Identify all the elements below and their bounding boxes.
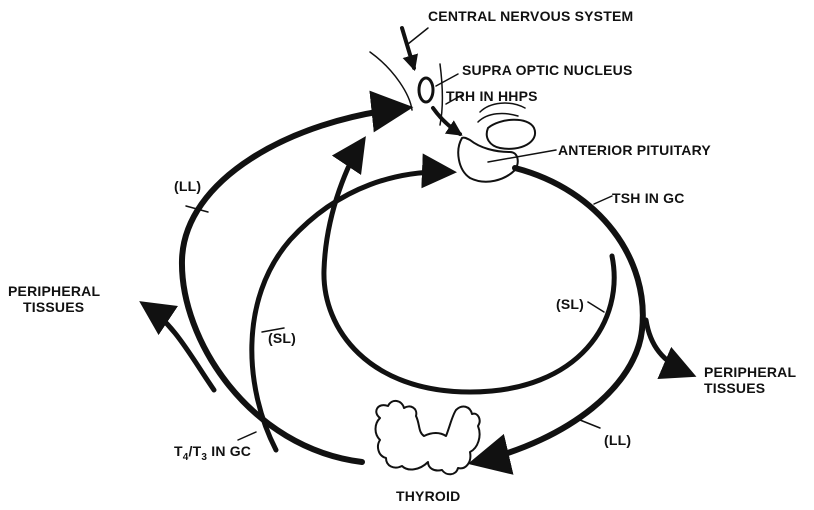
peripheral-right-line2: TISSUES	[704, 380, 796, 396]
peripheral-right-arrow	[646, 320, 690, 374]
trh-arrow	[433, 108, 460, 134]
posterior-lobe-shape	[487, 120, 535, 149]
t4-t3-label: T4/T3 IN GC	[174, 443, 251, 466]
t3-letter: /T	[189, 443, 202, 459]
peripheral-left-line1: PERIPHERAL	[8, 283, 100, 299]
peripheral-tissues-right-label: PERIPHERAL TISSUES	[704, 364, 796, 396]
anterior-pituitary-label: ANTERIOR PITUITARY	[558, 142, 711, 158]
anterior-pituitary-shape	[458, 138, 517, 182]
ll-right-label: (LL)	[604, 432, 631, 448]
ll-left-loop	[182, 108, 405, 462]
cns-arrow	[402, 28, 414, 68]
ll-left-label: (LL)	[174, 178, 201, 194]
t4-letter: T	[174, 443, 183, 459]
t4t3-suffix: IN GC	[207, 443, 251, 459]
sl-left-label: (SL)	[268, 330, 296, 346]
thyroid-leader	[238, 432, 256, 440]
supra-optic-nucleus-label: SUPRA OPTIC NUCLEUS	[462, 62, 633, 78]
trh-label: TRH IN HHPS	[446, 88, 538, 104]
tsh-loop	[476, 168, 643, 462]
supra-optic-nucleus-shape	[419, 78, 433, 102]
son-leader	[436, 74, 458, 86]
peripheral-tissues-left-label: PERIPHERAL TISSUES	[8, 283, 100, 315]
ll-right-leader	[580, 420, 600, 428]
sl-inner-loop	[324, 142, 614, 392]
cns-label: CENTRAL NERVOUS SYSTEM	[428, 8, 633, 24]
peripheral-left-line2: TISSUES	[8, 299, 100, 315]
brain-outline-left	[370, 52, 412, 110]
cns-leader	[408, 28, 428, 44]
tsh-leader	[594, 196, 612, 204]
thyroid-label: THYROID	[396, 488, 460, 504]
sl-right-leader	[588, 302, 604, 312]
sl-left-loop	[252, 172, 450, 450]
sl-right-label: (SL)	[556, 296, 584, 312]
tsh-label: TSH IN GC	[612, 190, 685, 206]
thyroid-gland-shape	[376, 401, 480, 474]
peripheral-right-line1: PERIPHERAL	[704, 364, 796, 380]
